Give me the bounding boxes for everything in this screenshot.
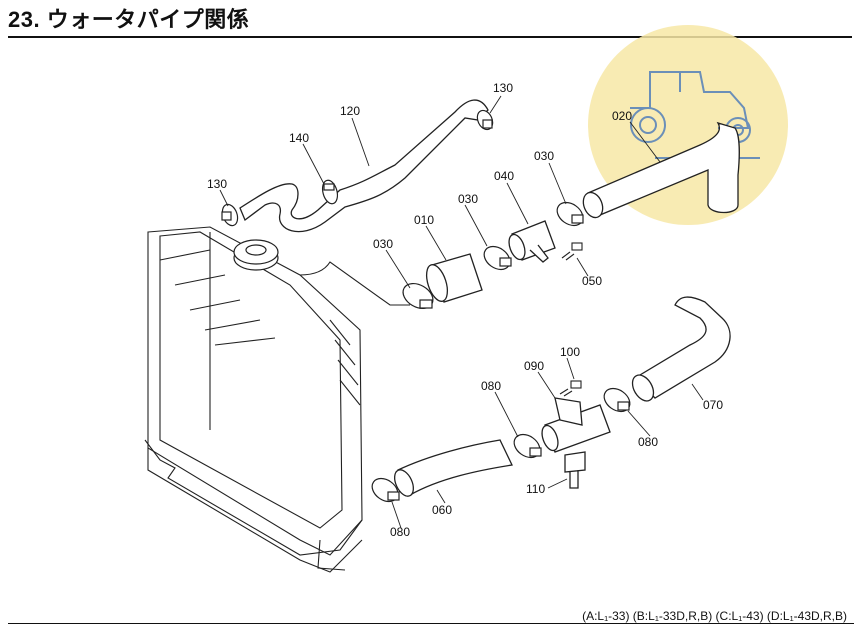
label-070: 070 xyxy=(703,398,723,412)
label-080-left: 080 xyxy=(390,525,410,539)
label-080-right: 080 xyxy=(638,435,658,449)
label-030-right: 030 xyxy=(534,149,554,163)
clamp-080-right xyxy=(603,387,631,413)
label-030-left: 030 xyxy=(373,237,393,251)
clamp-130-lower xyxy=(221,203,239,227)
bolt-050 xyxy=(561,242,583,261)
hose-120 xyxy=(239,99,489,233)
hose-070 xyxy=(633,296,731,399)
clamp-030-middle xyxy=(483,245,512,271)
label-080-middle: 080 xyxy=(481,379,501,393)
title-underline xyxy=(8,36,852,38)
label-100: 100 xyxy=(560,345,580,359)
label-030-middle: 030 xyxy=(458,192,478,206)
hose-020 xyxy=(587,121,740,216)
label-040: 040 xyxy=(494,169,514,183)
footer-rule xyxy=(8,623,854,624)
clamp-030-left xyxy=(402,282,434,310)
clamp-030-right xyxy=(556,201,584,227)
bolts xyxy=(559,242,583,397)
label-130-upper: 130 xyxy=(493,81,513,95)
callout-labels: 120 130 140 130 020 030 040 030 010 030 … xyxy=(207,81,723,539)
drain-cock-110 xyxy=(564,451,586,489)
hose-clamps xyxy=(221,109,631,503)
clamp-140 xyxy=(321,179,339,205)
label-140: 140 xyxy=(289,131,309,145)
label-120: 120 xyxy=(340,104,360,118)
hose-060 xyxy=(397,439,513,496)
label-010: 010 xyxy=(414,213,434,227)
radiator-cap xyxy=(233,239,279,271)
lower-water-pipe-assembly xyxy=(393,296,731,497)
page-title: 23. ウォータパイプ関係 xyxy=(8,7,250,32)
radiator xyxy=(144,226,410,573)
label-090: 090 xyxy=(524,359,544,373)
label-130-lower: 130 xyxy=(207,177,227,191)
label-110: 110 xyxy=(526,482,545,496)
label-060: 060 xyxy=(432,503,452,517)
clamp-080-left xyxy=(371,477,400,503)
label-050: 050 xyxy=(582,274,602,288)
clamp-080-middle xyxy=(513,433,542,459)
model-applicability-legend: (A:L₁-33) (B:L₁-33D,R,B) (C:L₁-43) (D:L₁… xyxy=(582,609,847,623)
upper-water-pipe-assembly xyxy=(239,99,740,303)
clamp-130-upper xyxy=(476,109,494,131)
label-020: 020 xyxy=(612,109,632,123)
bolt-100 xyxy=(559,380,582,397)
leader-lines xyxy=(219,95,704,529)
